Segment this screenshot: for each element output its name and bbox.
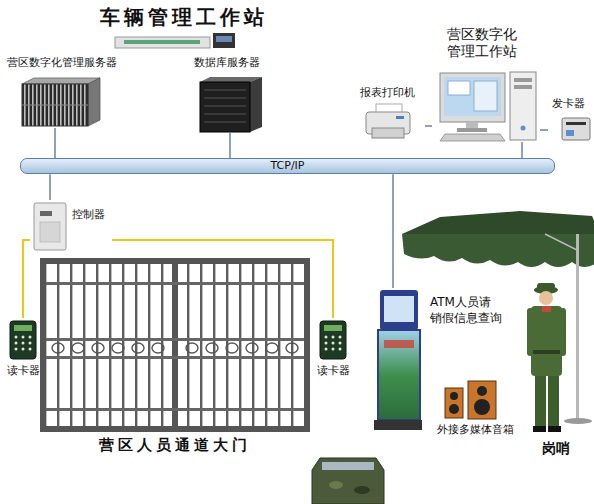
network-bus: TCP/IP [20,158,555,174]
workstation-node: 营区数字化 管理工作站 [432,26,540,142]
node-label: 营区人员通道大门 [40,436,310,455]
server-node: 营区数字化管理服务器 [5,56,140,128]
network-line [540,129,548,131]
node-label: 营区数字化管理服务器 [7,56,117,70]
node-label: 岗哨 [520,440,592,458]
signal-wire [112,240,333,318]
network-line [54,128,56,158]
card-issuer-node: 发卡器 [548,97,592,142]
card-reader-node: 读卡器 [2,318,44,380]
network-line [49,174,51,200]
printer-node: 报表打印机 [352,86,425,144]
gate-node: 营区人员通道大门 [40,256,310,456]
node-label: 数据库服务器 [194,56,260,70]
network-line [229,132,231,158]
controller-node: 控制器 [30,200,112,252]
node-label: ATM人员请 销假信息查询 [430,294,514,326]
node-label: 报表打印机 [360,86,415,100]
title: 车辆管理工作站 [100,4,268,31]
server-node: 数据库服务器 [190,56,275,132]
signal-wire [23,240,30,318]
node-label: 发卡器 [552,97,585,111]
network-line [392,174,394,288]
node-label: 控制器 [72,208,105,222]
node-label: TCP/IP [21,159,554,172]
node-label: 读卡器 [312,364,354,378]
node-label: 外接多媒体音箱 [432,423,518,437]
speaker-node: 外接多媒体音箱 [432,375,518,439]
network-line [521,142,523,158]
kiosk-node: ATM人员请 销假信息查询 [372,288,424,432]
sentry-node: 岗哨 [520,280,592,462]
node-label: 读卡器 [2,364,44,378]
card-reader-node: 读卡器 [312,318,354,380]
node-label: 营区数字化 管理工作站 [440,26,524,60]
network-line [425,125,432,127]
